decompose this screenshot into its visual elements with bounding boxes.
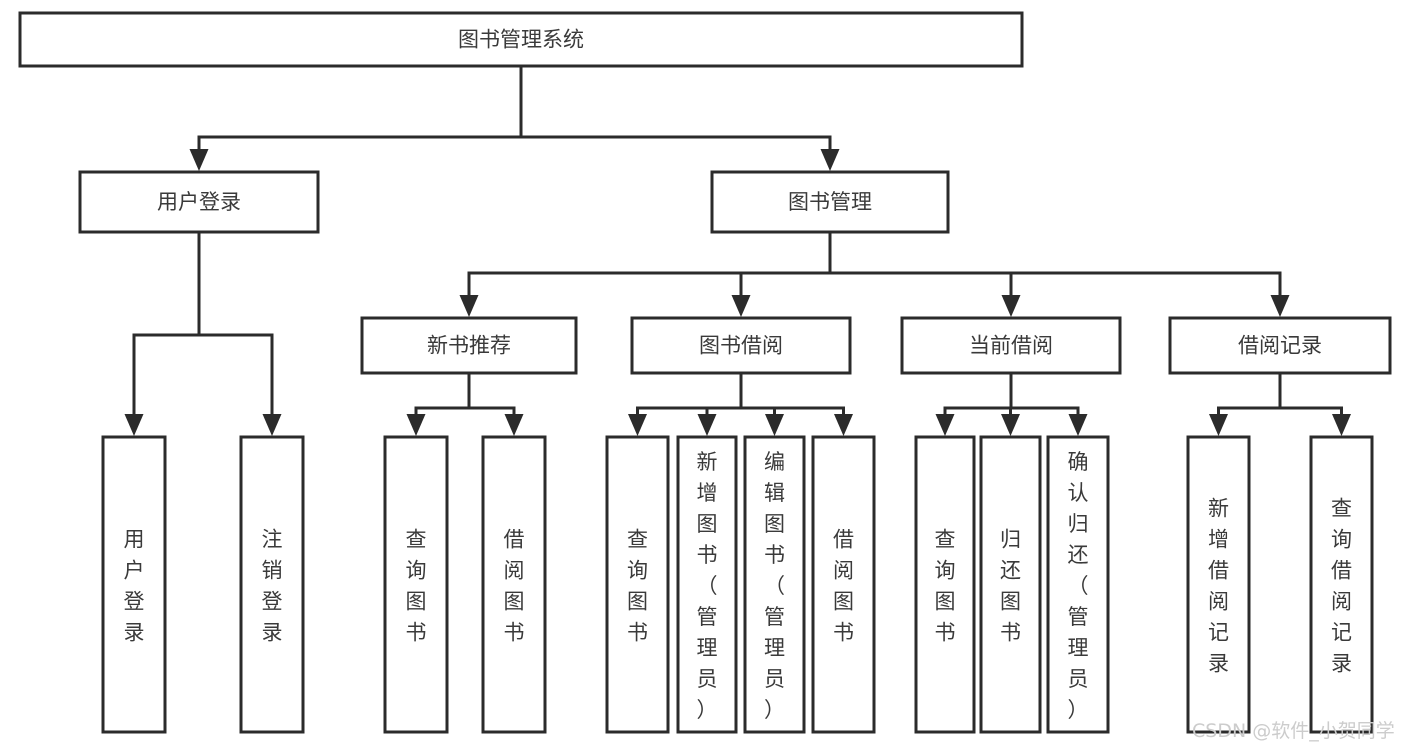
node-label: 查询图书 <box>935 528 956 645</box>
arrow-head <box>189 149 209 171</box>
node-l2-borrow[interactable]: 图书借阅 <box>630 316 852 375</box>
node-layer: 图书管理系统用户登录图书管理新书推荐图书借阅当前借阅借阅记录用户登录注销登录查询… <box>18 11 1392 734</box>
node-l3-tb-query[interactable]: 查询图书 <box>605 435 670 734</box>
node-label: 借阅图书 <box>504 528 525 645</box>
node-box[interactable] <box>18 11 1024 68</box>
node-l2-record[interactable]: 借阅记录 <box>1168 316 1392 375</box>
connector-group-newbook-to-leaves <box>406 371 524 436</box>
node-label: 借阅记录 <box>1238 334 1322 358</box>
arrow-head <box>124 414 144 436</box>
arrow-head <box>1270 295 1290 317</box>
node-l3-user-login[interactable]: 用户登录 <box>101 435 167 734</box>
node-label: 图书管理系统 <box>458 28 584 52</box>
node-label: 用户登录 <box>157 190 241 214</box>
node-label: 确认归还（管理员） <box>1068 450 1089 722</box>
node-label: 查询图书 <box>406 528 427 645</box>
connector-group-root-to-level1 <box>189 64 840 171</box>
node-label: 借阅图书 <box>833 528 854 645</box>
node-label: 查询图书 <box>627 528 648 645</box>
node-label: 用户登录 <box>124 528 145 645</box>
node-box[interactable] <box>743 435 806 734</box>
node-box[interactable] <box>78 170 320 234</box>
node-box[interactable] <box>101 435 167 734</box>
node-box[interactable] <box>914 435 976 734</box>
connector-group-current-to-leaves <box>935 371 1088 436</box>
arrow-head <box>459 295 479 317</box>
node-l3-cur-confirm[interactable]: 确认归还（管理员） <box>1046 435 1110 734</box>
node-label: 新书推荐 <box>427 334 511 358</box>
arrow-head <box>765 414 784 436</box>
node-l3-user-logout[interactable]: 注销登录 <box>239 435 305 734</box>
node-box[interactable] <box>630 316 852 375</box>
node-label: 当前借阅 <box>969 334 1053 358</box>
connector-layer <box>124 64 1351 436</box>
node-l1-user[interactable]: 用户登录 <box>78 170 320 234</box>
node-box[interactable] <box>1186 435 1251 734</box>
node-box[interactable] <box>979 435 1042 734</box>
node-box[interactable] <box>383 435 449 734</box>
arrow-head <box>935 414 955 436</box>
arrow-head <box>731 295 751 317</box>
csdn-watermark: CSDN @软件_小贺同学 <box>1192 720 1395 742</box>
connector-group-user-to-leaves <box>124 230 282 436</box>
arrow-head <box>697 414 717 436</box>
arrow-head <box>820 149 840 171</box>
node-l2-current[interactable]: 当前借阅 <box>900 316 1122 375</box>
node-l1-book[interactable]: 图书管理 <box>710 170 950 234</box>
connector-group-borrow-to-leaves <box>628 371 853 436</box>
node-box[interactable] <box>360 316 578 375</box>
node-box[interactable] <box>676 435 738 734</box>
node-l2-newbook[interactable]: 新书推荐 <box>360 316 578 375</box>
arrow-head <box>1001 295 1021 317</box>
arrow-head <box>504 414 524 436</box>
arrow-head <box>628 414 647 436</box>
node-l3-cur-return[interactable]: 归还图书 <box>979 435 1042 734</box>
node-l3-rec-add[interactable]: 新增借阅记录 <box>1186 435 1251 734</box>
node-box[interactable] <box>1168 316 1392 375</box>
node-l3-tb-edit[interactable]: 编辑图书（管理员） <box>743 435 806 734</box>
connector-group-book-to-level2 <box>459 230 1290 317</box>
node-l3-nb-query[interactable]: 查询图书 <box>383 435 449 734</box>
arrow-head <box>1332 414 1351 436</box>
node-box[interactable] <box>605 435 670 734</box>
arrow-head <box>1001 414 1020 436</box>
node-label: 编辑图书（管理员） <box>764 450 785 722</box>
node-root[interactable]: 图书管理系统 <box>18 11 1024 68</box>
node-label: 图书借阅 <box>699 334 783 358</box>
arrow-head <box>1068 414 1088 436</box>
node-box[interactable] <box>1309 435 1374 734</box>
node-box[interactable] <box>710 170 950 234</box>
node-l3-cur-query[interactable]: 查询图书 <box>914 435 976 734</box>
connector-group-record-to-leaves <box>1209 371 1351 436</box>
arrow-head <box>406 414 426 436</box>
node-label: 新增借阅记录 <box>1208 497 1229 676</box>
arrow-head <box>1209 414 1228 436</box>
node-l3-tb-add[interactable]: 新增图书（管理员） <box>676 435 738 734</box>
node-label: 查询借阅记录 <box>1331 497 1352 676</box>
node-l3-rec-query[interactable]: 查询借阅记录 <box>1309 435 1374 734</box>
node-l3-tb-borrow[interactable]: 借阅图书 <box>811 435 876 734</box>
arrow-head <box>834 414 853 436</box>
node-box[interactable] <box>811 435 876 734</box>
node-label: 归还图书 <box>1000 528 1021 645</box>
node-l3-nb-borrow[interactable]: 借阅图书 <box>481 435 547 734</box>
node-label: 图书管理 <box>788 190 872 214</box>
node-box[interactable] <box>481 435 547 734</box>
node-box[interactable] <box>1046 435 1110 734</box>
node-label: 新增图书（管理员） <box>697 450 718 722</box>
arrow-head <box>262 414 282 436</box>
node-label: 注销登录 <box>262 528 283 645</box>
node-box[interactable] <box>239 435 305 734</box>
node-box[interactable] <box>900 316 1122 375</box>
